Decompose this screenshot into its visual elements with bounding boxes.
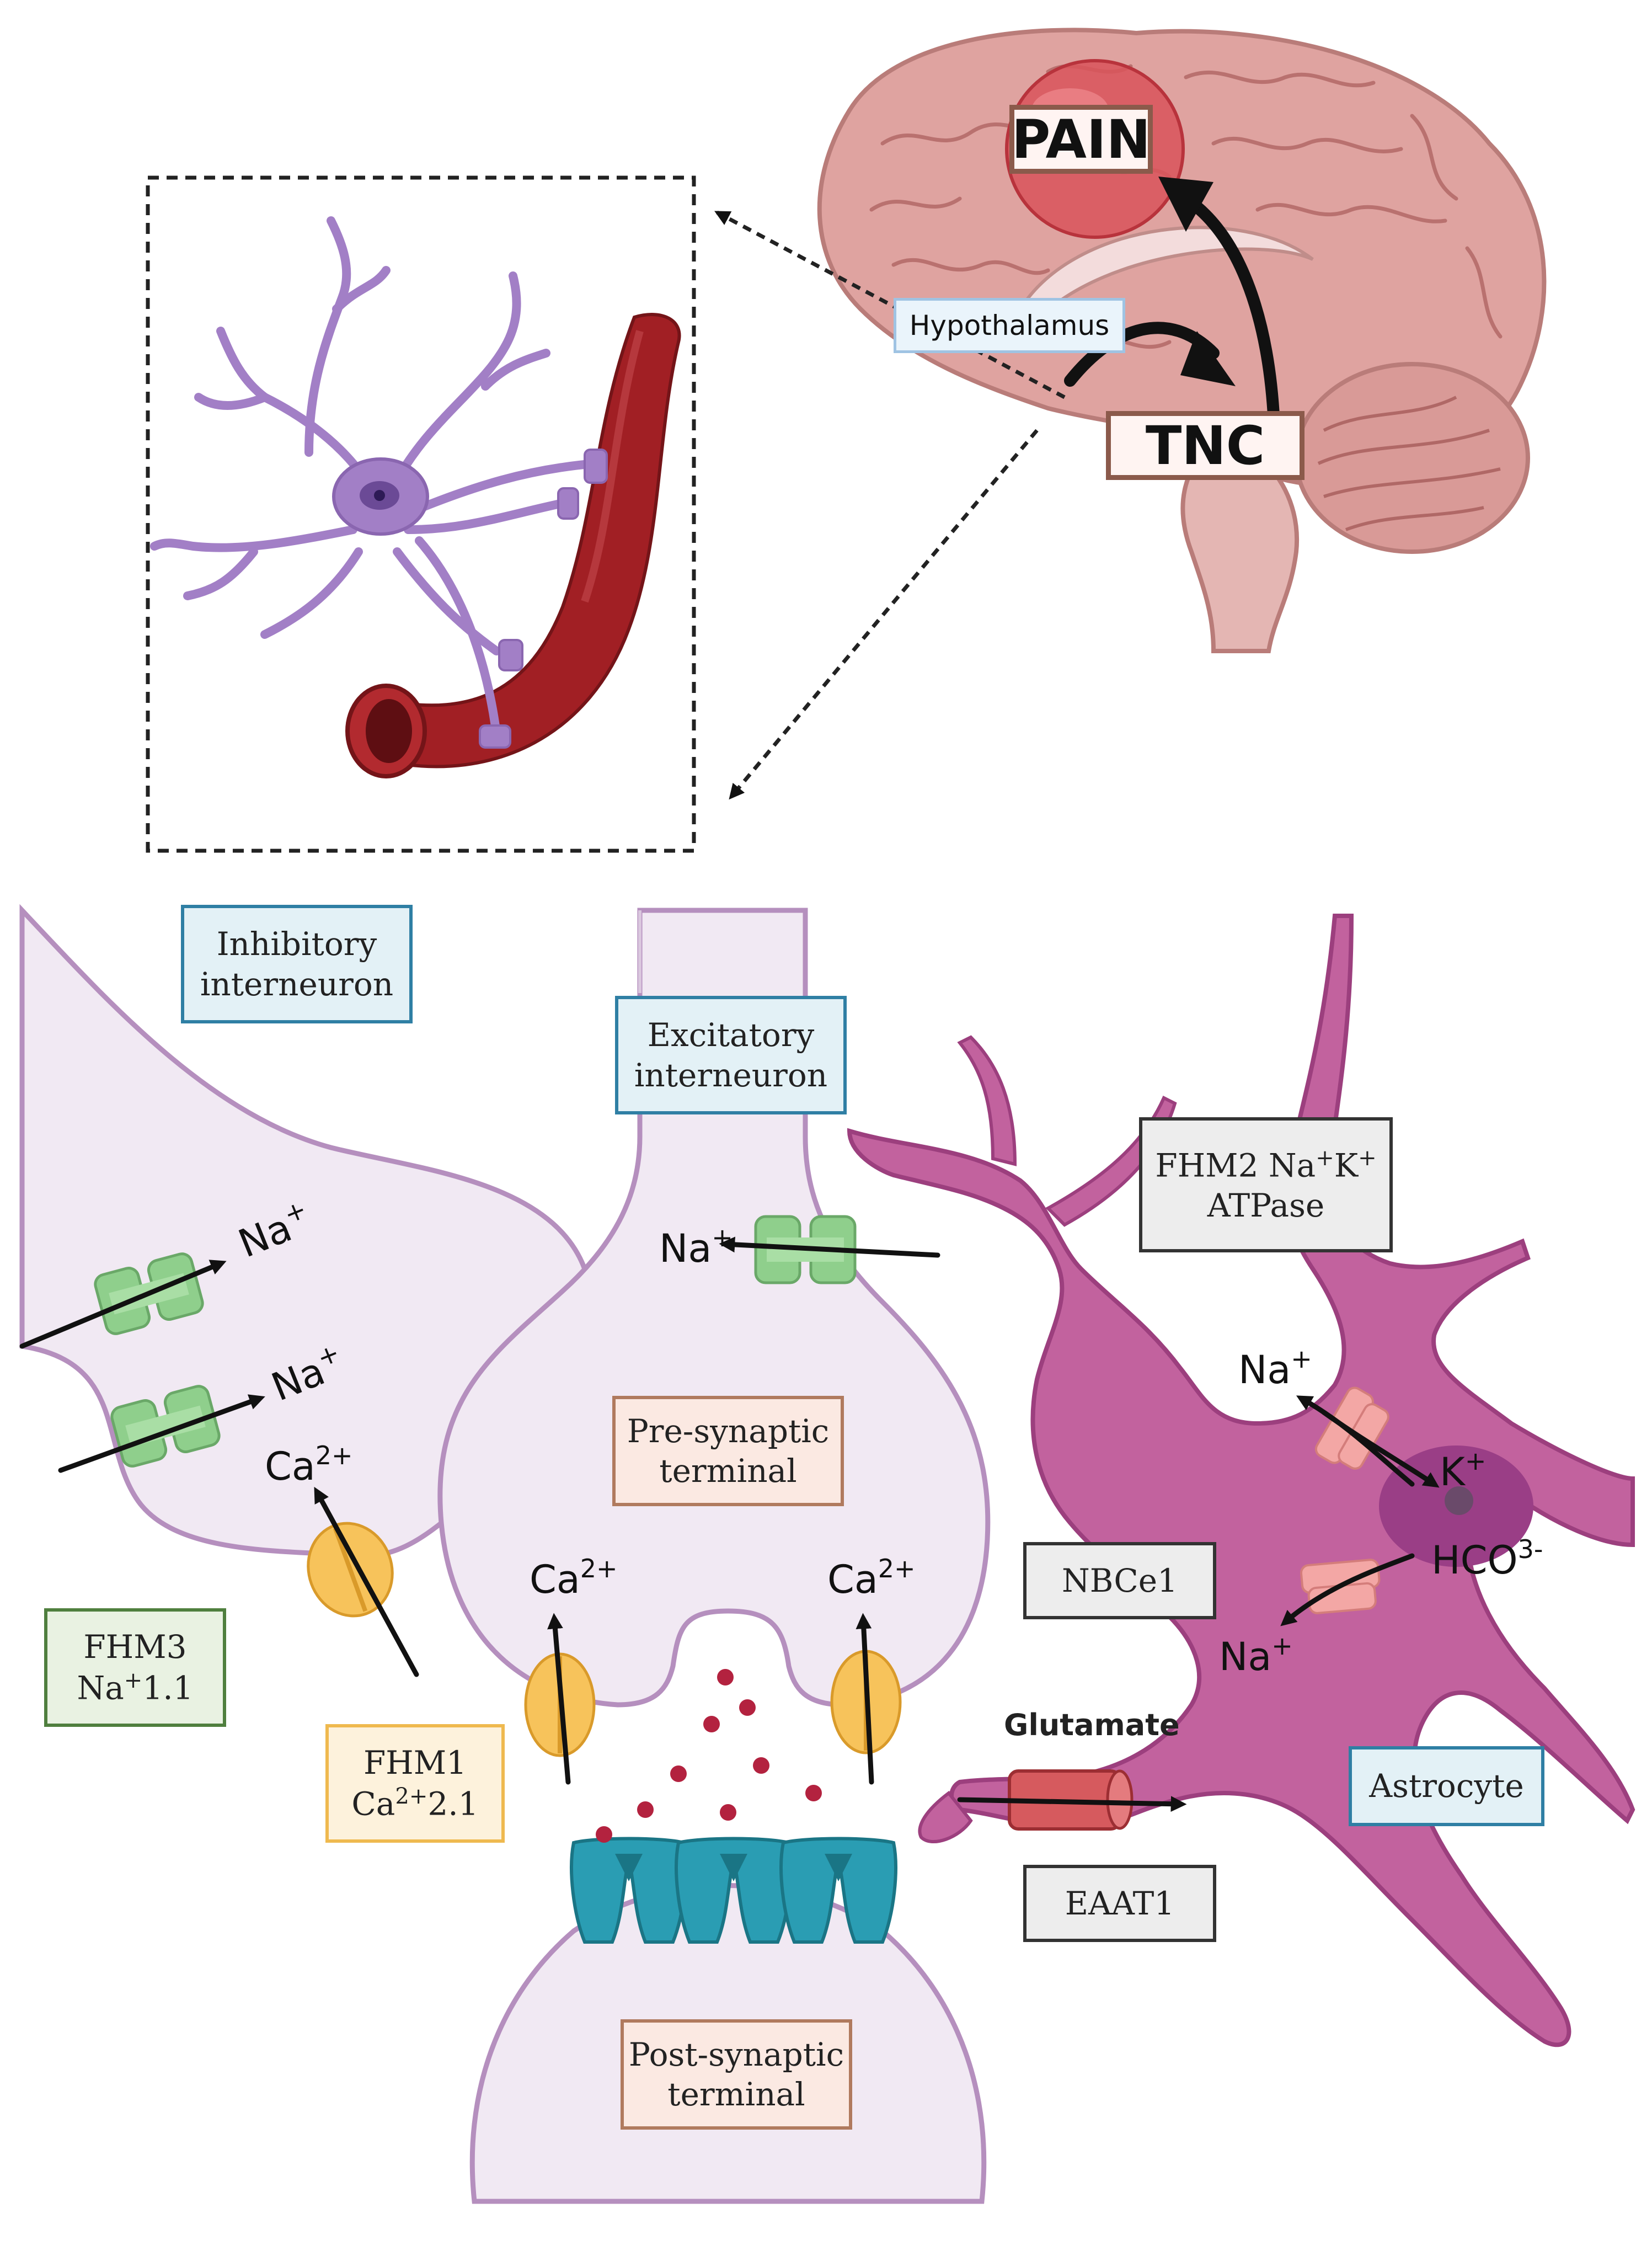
nbce1-text: NBCe1 bbox=[1061, 1561, 1178, 1599]
postsynaptic-terminal-label: Post-synaptic terminal bbox=[621, 2019, 852, 2130]
pain-label-text: PAIN bbox=[1012, 108, 1151, 170]
ca-text-3: Ca bbox=[827, 1557, 878, 1602]
inset-astrocyte bbox=[150, 216, 600, 738]
postsynaptic-receptor-2 bbox=[675, 1837, 793, 1944]
na-label-excitatory: Na+ bbox=[659, 1225, 733, 1268]
na-channel-inhibitory-2 bbox=[110, 1385, 221, 1468]
fhm1-sup: 2+ bbox=[395, 1784, 428, 1810]
ca-sup-2: 2+ bbox=[580, 1554, 618, 1583]
eaat1-text: EAAT1 bbox=[1065, 1884, 1175, 1922]
hco3-label-astrocyte: HCO3- bbox=[1431, 1537, 1543, 1580]
brainstem bbox=[1180, 433, 1300, 653]
fhm2-text-c: ATPase bbox=[1207, 1186, 1325, 1224]
tnc-label-text: TNC bbox=[1145, 414, 1265, 477]
fhm3-text-c: 1.1 bbox=[142, 1669, 194, 1707]
astrocyte-endfeet bbox=[479, 449, 608, 749]
presynaptic-terminal-body bbox=[437, 908, 991, 1708]
nbce1-label: NBCe1 bbox=[1023, 1542, 1216, 1619]
fhm2-sup-1: + bbox=[1316, 1145, 1334, 1171]
k-text: K bbox=[1440, 1449, 1465, 1495]
presynaptic-terminal-label: Pre-synaptic terminal bbox=[612, 1396, 844, 1506]
postsynaptic-terminal-text: Post-synaptic terminal bbox=[628, 2035, 844, 2114]
ca-text-1: Ca bbox=[265, 1444, 316, 1489]
k-sup: + bbox=[1464, 1446, 1487, 1476]
presynaptic-terminal-text: Pre-synaptic terminal bbox=[627, 1412, 830, 1490]
na-sup-5: + bbox=[1271, 1631, 1293, 1661]
tnc-label: TNC bbox=[1106, 411, 1305, 480]
ca-sup-1: 2+ bbox=[315, 1441, 353, 1470]
excitatory-interneuron-label: Excitatory interneuron bbox=[615, 996, 847, 1114]
fhm2-text-a: FHM2 Na bbox=[1155, 1146, 1316, 1185]
fhm3-text-b: Na bbox=[77, 1669, 124, 1707]
k-label-astrocyte: K+ bbox=[1440, 1448, 1486, 1491]
postsynaptic-receptor-3 bbox=[779, 1837, 897, 1944]
hypothalamus-label-text: Hypothalamus bbox=[909, 309, 1110, 342]
ca-label-pre-right: Ca2+ bbox=[827, 1556, 916, 1599]
glutamate-label: Glutamate bbox=[1004, 1708, 1180, 1742]
fhm2-sup-2: + bbox=[1358, 1145, 1377, 1171]
glutamate-vesicles bbox=[596, 1669, 822, 1843]
fhm1-text-c: 2.1 bbox=[427, 1785, 479, 1823]
na-label-astrocyte-top: Na+ bbox=[1238, 1346, 1312, 1389]
na-sup-3: + bbox=[712, 1223, 733, 1252]
pain-label: PAIN bbox=[1009, 105, 1153, 174]
fhm3-sup: + bbox=[124, 1668, 143, 1694]
fhm1-text-a: FHM1 bbox=[363, 1743, 467, 1781]
inhibitory-interneuron-label: Inhibitory interneuron bbox=[181, 905, 413, 1023]
na-text-3: Na bbox=[659, 1226, 712, 1271]
na-label-astrocyte-bottom: Na+ bbox=[1219, 1633, 1293, 1676]
nbce1-transporter bbox=[1300, 1559, 1381, 1614]
na-text-5: Na bbox=[1219, 1634, 1272, 1679]
inset-box bbox=[146, 175, 696, 853]
inset-connector-top bbox=[714, 210, 1066, 399]
na-text-4: Na bbox=[1238, 1347, 1291, 1393]
ion-flow-arrows bbox=[19, 1236, 1440, 1812]
fhm2-label: FHM2 Na+K+ATPase bbox=[1139, 1117, 1393, 1252]
ca-label-inhibitory: Ca2+ bbox=[265, 1443, 353, 1486]
ca-text-2: Ca bbox=[530, 1557, 580, 1602]
eaat1-label: EAAT1 bbox=[1023, 1865, 1216, 1942]
na-sup-4: + bbox=[1291, 1344, 1312, 1374]
ca-label-pre-left: Ca2+ bbox=[530, 1556, 618, 1599]
postsynaptic-receptor-1 bbox=[570, 1837, 688, 1944]
ca-sup-3: 2+ bbox=[878, 1554, 916, 1583]
inset-connector-bottom bbox=[729, 429, 1039, 800]
fhm3-text-a: FHM3 bbox=[83, 1628, 187, 1666]
hco-text: HCO bbox=[1431, 1538, 1518, 1583]
fhm1-text-b: Ca bbox=[351, 1785, 395, 1823]
excitatory-interneuron-text: Excitatory interneuron bbox=[634, 1016, 828, 1094]
astrocyte-label: Astrocyte bbox=[1349, 1746, 1544, 1826]
hypothalamus-label: Hypothalamus bbox=[894, 298, 1125, 353]
fhm2-text-b: K bbox=[1334, 1146, 1359, 1185]
tnc-to-pain-arrow bbox=[1180, 193, 1280, 431]
blood-vessel bbox=[345, 313, 681, 778]
inhibitory-interneuron-text: Inhibitory interneuron bbox=[200, 925, 394, 1003]
astrocyte-text: Astrocyte bbox=[1369, 1767, 1524, 1805]
hco-sup: 3- bbox=[1517, 1534, 1543, 1564]
